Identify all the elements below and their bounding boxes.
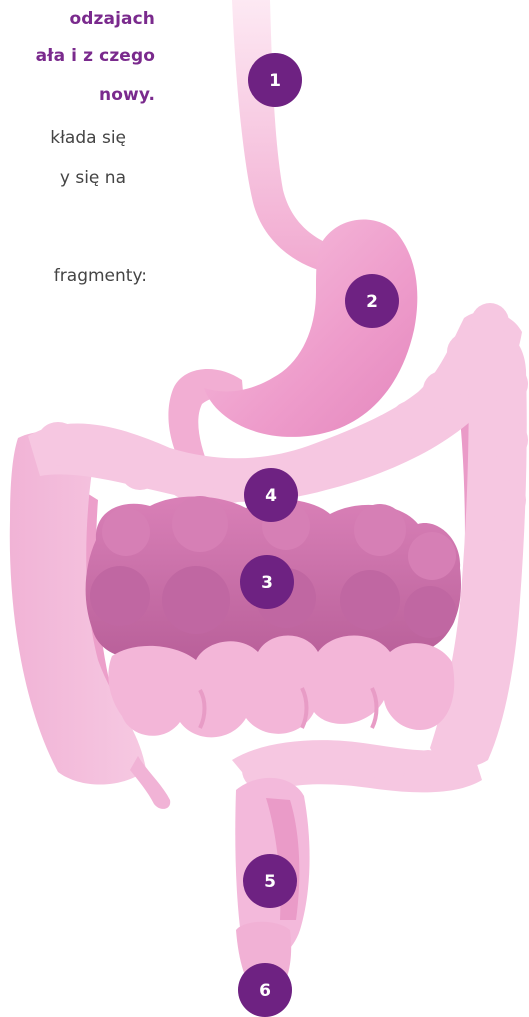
marker-3-label: 3 [261, 573, 273, 593]
esophagus [232, 0, 334, 272]
marker-1: 1 [248, 53, 302, 107]
marker-4-label: 4 [265, 486, 277, 506]
marker-4: 4 [244, 468, 298, 522]
marker-5-label: 5 [264, 872, 276, 892]
marker-6: 6 [238, 963, 292, 1017]
marker-5: 5 [243, 854, 297, 908]
marker-2-label: 2 [366, 292, 378, 312]
marker-2: 2 [345, 274, 399, 328]
small-intestine [86, 496, 461, 737]
marker-1-label: 1 [269, 71, 281, 91]
marker-6-label: 6 [259, 981, 271, 1001]
marker-3: 3 [240, 555, 294, 609]
